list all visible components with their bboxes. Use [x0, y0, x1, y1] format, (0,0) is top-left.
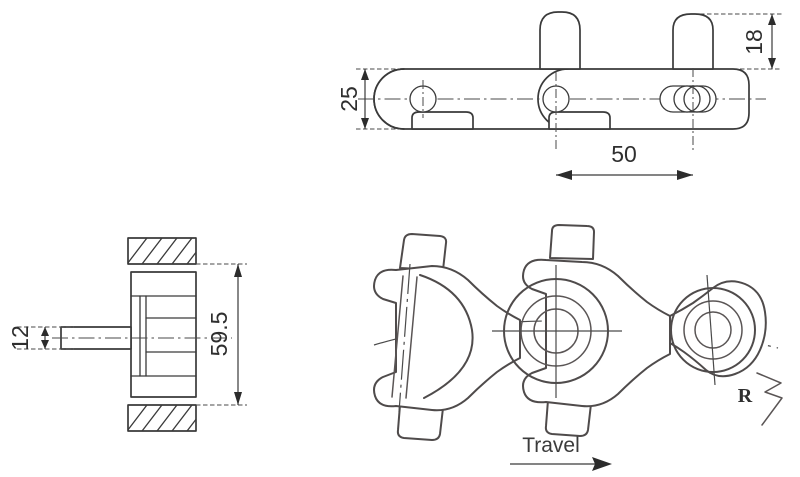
lug-right — [672, 13, 714, 70]
radius-break-symbol: R — [738, 372, 783, 426]
dim-18-arrow-top — [768, 14, 776, 25]
hatched-block-top-outline — [127, 237, 197, 265]
plan-left-slot-line-a — [391, 275, 404, 398]
travel-indicator: Travel — [510, 434, 612, 471]
plan-view-group: R Travel — [373, 224, 783, 471]
dim-12-text: 12 — [7, 325, 33, 351]
dim-25-arrow-bottom — [361, 118, 369, 129]
dim-59-5-arrow-bottom — [234, 392, 242, 405]
bottom-tab-left — [411, 111, 474, 130]
left-plate-arc — [373, 68, 405, 130]
plan-left-bottom-tab — [396, 404, 444, 441]
plan-left-slot-line-b — [405, 276, 418, 399]
hatched-block-bottom-hatching — [128, 405, 196, 431]
plan-left-fork-arc — [419, 274, 474, 399]
dimension-12: 12 — [7, 325, 49, 351]
plan-middle-top-tab — [549, 224, 595, 260]
travel-arrow-head — [592, 457, 612, 471]
bottom-tab-middle — [548, 111, 611, 130]
plan-left-top-tab — [399, 233, 448, 271]
plan-link-left — [373, 233, 521, 441]
lug-middle — [539, 11, 581, 70]
roller-body-outline — [130, 271, 197, 398]
dimension-59-5: 59.5 — [206, 264, 242, 405]
dim-25-arrow-top — [361, 69, 369, 80]
plan-right-circle-outer — [670, 287, 756, 373]
plan-left-body — [373, 265, 521, 412]
hatched-block-top-hatching — [128, 238, 196, 264]
plan-middle-bottom-tab — [544, 399, 592, 437]
slot-circle-b — [683, 85, 711, 113]
plan-right-vcenter — [706, 274, 716, 386]
top-view-group: 25 18 50 — [336, 11, 782, 180]
plan-link-right — [669, 274, 767, 386]
plan-middle-body — [522, 258, 671, 408]
plan-link-middle — [492, 224, 671, 437]
dim-50-text: 50 — [611, 141, 637, 167]
travel-label: Travel — [522, 434, 580, 457]
radius-label: R — [738, 385, 753, 407]
hatched-block-bottom-outline — [127, 404, 197, 432]
dim-50-arrow-right — [677, 170, 693, 180]
dim-12-arrow-bottom — [41, 340, 49, 349]
hatched-block-bottom — [127, 404, 197, 432]
dim-50-arrow-left — [556, 170, 572, 180]
plan-left-slot-centerline — [398, 263, 411, 413]
dimension-50: 50 — [556, 141, 693, 180]
hatched-block-top — [127, 237, 197, 265]
dim-18-text: 18 — [741, 29, 767, 55]
dim-12-arrow-top — [41, 327, 49, 336]
dim-59-5-text: 59.5 — [206, 312, 232, 357]
section-view-group: 12 59.5 — [7, 237, 247, 432]
dimension-18: 18 — [741, 14, 776, 69]
dim-25-text: 25 — [336, 86, 362, 112]
dimension-25: 25 — [336, 69, 369, 129]
dim-59-5-arrow-top — [234, 264, 242, 277]
dim-18-arrow-bottom — [768, 58, 776, 69]
plan-right-circle-inner — [694, 311, 732, 349]
break-line-zigzag — [756, 372, 783, 426]
